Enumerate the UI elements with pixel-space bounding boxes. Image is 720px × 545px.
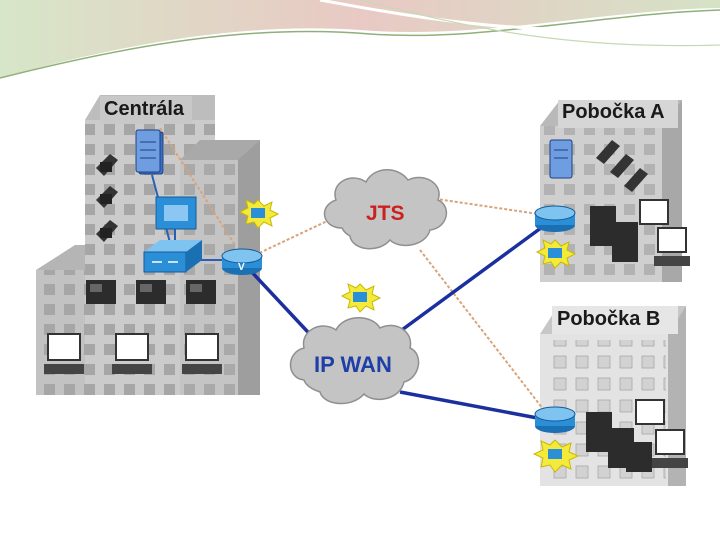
ip-wan-cloud-label: IP WAN — [314, 352, 392, 377]
router-icon — [534, 406, 576, 433]
ip-phone-icon — [590, 206, 616, 246]
branch-b-label: Pobočka B — [557, 308, 661, 330]
ip-phone-icon — [136, 280, 166, 304]
switch-icon — [143, 240, 202, 273]
voice-gateway-icon — [535, 239, 577, 269]
pstn-links — [159, 127, 551, 419]
central-label-bg — [100, 96, 192, 124]
pc-icon — [654, 227, 690, 266]
ip-phone-icon — [86, 280, 116, 304]
pc-icon — [639, 199, 669, 225]
ip-phone-icon — [96, 220, 118, 242]
voice-gateway-icon — [155, 196, 197, 230]
ip-phone-icon — [612, 222, 638, 262]
pc-icon — [635, 399, 665, 425]
voice-gateway-icon — [340, 283, 382, 313]
branch-a-label: Pobočka A — [562, 101, 665, 123]
ip-phone-icon — [624, 168, 648, 192]
pc-icon — [182, 333, 222, 374]
pstn-link-server-router — [159, 127, 236, 246]
ip-phone-icon — [596, 140, 620, 164]
voice-gateway-icon — [238, 199, 280, 229]
ip-phone-icon — [610, 154, 634, 178]
pstn-link-central-jts — [254, 214, 341, 256]
pc-icon — [652, 429, 688, 468]
pstn-link-jts-branch-b — [419, 249, 551, 419]
ip-phone-icon — [96, 154, 118, 176]
pc-icon — [44, 333, 84, 374]
jts-cloud — [323, 169, 448, 250]
server-icon — [549, 139, 573, 179]
wan-link-branch-b — [399, 390, 549, 422]
ip-phone-icon — [626, 442, 652, 472]
ip-phone-icon — [186, 280, 216, 304]
central-site-label: Centrála — [104, 98, 185, 120]
ip-phone-icon — [96, 186, 118, 208]
ip-phone-icon — [586, 412, 612, 452]
voice-gateway-icon — [532, 439, 580, 473]
jts-cloud-label: JTS — [366, 202, 405, 225]
server-icon — [135, 129, 164, 175]
header-decoration — [0, 0, 720, 79]
pstn-link-jts-branch-a — [429, 197, 546, 216]
ip-wan-cloud — [289, 317, 420, 405]
router-icon — [534, 205, 576, 232]
router-glyph: V — [238, 262, 245, 273]
router-icon: V — [221, 248, 263, 275]
wan-link-branch-a — [393, 223, 547, 337]
pc-icon — [112, 333, 152, 374]
